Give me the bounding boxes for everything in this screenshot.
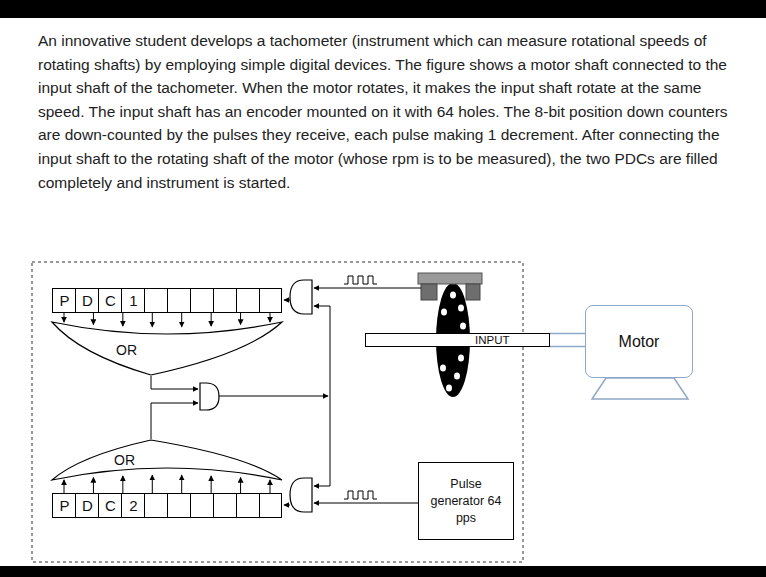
bit-line [211, 313, 212, 326]
bit-line [240, 477, 241, 493]
node-label: Motor [619, 332, 660, 351]
node-label: INPUT [475, 334, 510, 346]
optical-sensor [418, 273, 482, 300]
or-gate-shape [52, 440, 282, 480]
pulse-train-symbol [344, 276, 377, 284]
bit-line [240, 313, 241, 325]
node-label: Pulse generator 64 pps [430, 476, 502, 527]
and-gate [290, 478, 312, 512]
register-label: C [99, 289, 122, 312]
register-label: 1 [122, 289, 145, 312]
bit-line [181, 475, 182, 493]
or-gate: OR [52, 440, 282, 482]
or-gate-shape [52, 322, 282, 375]
bit-line [270, 480, 271, 493]
register-label: P [53, 289, 76, 312]
bit-line [93, 477, 94, 493]
bit-line [152, 313, 153, 327]
or-gate: OR [52, 320, 282, 375]
and-gate [200, 383, 219, 410]
bit-line [270, 313, 271, 322]
register-label: P [53, 494, 76, 517]
motor-base [592, 378, 688, 399]
input-shaft: INPUT [365, 333, 550, 347]
register-label: 2 [122, 494, 145, 517]
connector [64, 313, 270, 327]
coupling-axis [550, 340, 585, 341]
bottom-bar [0, 566, 766, 577]
shaft-coupling [550, 334, 585, 347]
bit-line [122, 313, 123, 326]
bit-line [93, 313, 94, 325]
node-label: OR [114, 452, 135, 468]
bit-line [152, 475, 153, 493]
motor-box: Motor [585, 305, 693, 378]
wires [151, 288, 421, 505]
and-gate [290, 280, 312, 314]
pulse-generator-box: Pulse generator 64 pps [418, 462, 514, 540]
bit-line [64, 480, 65, 493]
counter-register: PDC2 [52, 493, 282, 518]
bit-line [211, 476, 212, 493]
bit-line [122, 476, 123, 493]
counter-register: PDC1 [52, 288, 282, 313]
instrument-boundary [32, 262, 523, 562]
bit-line [64, 313, 65, 322]
register-label: C [99, 494, 122, 517]
register-label: D [76, 289, 99, 312]
or-gate-outline [52, 320, 282, 375]
problem-text: An innovative student develops a tachome… [38, 29, 740, 194]
connector [550, 334, 585, 347]
top-bar [0, 0, 766, 18]
or-gate-outline [52, 440, 282, 482]
connector [64, 475, 270, 493]
pulse-train-symbol [344, 491, 377, 499]
register-label: D [76, 494, 99, 517]
bit-line [181, 313, 182, 327]
node-label: OR [116, 342, 137, 358]
